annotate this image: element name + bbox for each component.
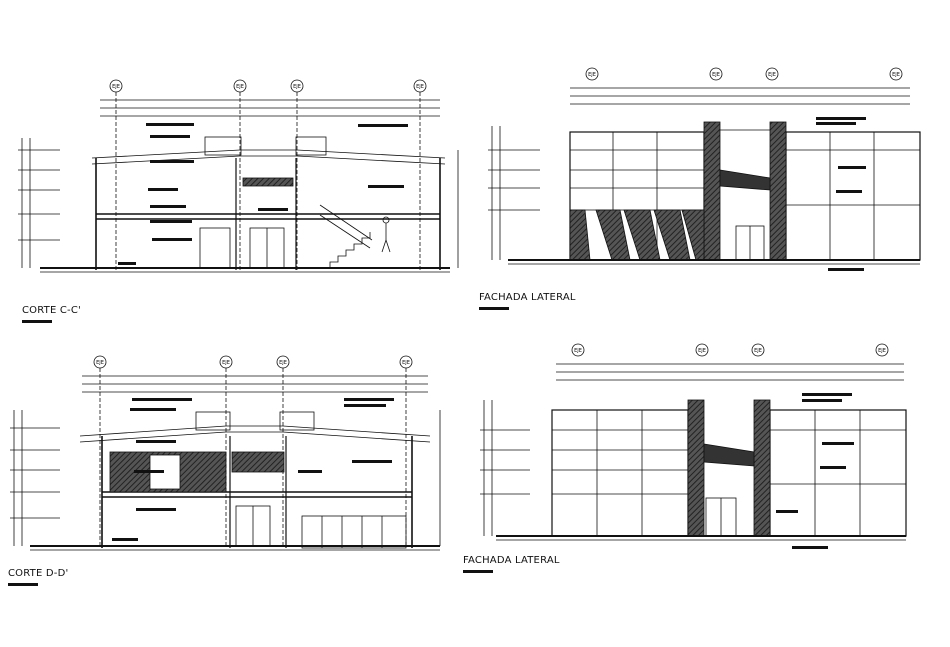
title-underline bbox=[463, 570, 493, 573]
view-title-fachada-lateral-top: FACHADA LATERAL bbox=[479, 292, 576, 303]
section-view-cc: EJE EJE EJE EJE bbox=[18, 79, 459, 273]
view-title-fachada-lateral-bottom: FACHADA LATERAL bbox=[463, 555, 560, 566]
elevation-view-1: EJE EJE EJE EJE bbox=[488, 67, 921, 271]
axis-marker-label: EJE bbox=[236, 84, 244, 90]
axis-marker-label: EJE bbox=[574, 348, 582, 354]
axis-marker-label: EJE bbox=[222, 360, 230, 366]
elevation-view-2: EJE EJE EJE EJE bbox=[480, 343, 907, 549]
axis-marker-label: EJE bbox=[892, 72, 900, 78]
axis-marker-label: EJE bbox=[402, 360, 410, 366]
axis-marker-label: EJE bbox=[878, 348, 886, 354]
axis-marker-label: EJE bbox=[754, 348, 762, 354]
axis-markers: EJE EJE EJE EJE bbox=[571, 343, 889, 357]
axis-marker-label: EJE bbox=[279, 360, 287, 366]
axis-markers: EJE EJE EJE EJE bbox=[585, 67, 903, 81]
axis-marker-label: EJE bbox=[768, 72, 776, 78]
axis-marker-label: EJE bbox=[112, 84, 120, 90]
title-underline bbox=[8, 583, 38, 586]
axis-marker-label: EJE bbox=[698, 348, 706, 354]
axis-marker-label: EJE bbox=[588, 72, 596, 78]
axis-marker-label: EJE bbox=[293, 84, 301, 90]
axis-marker-label: EJE bbox=[712, 72, 720, 78]
axis-markers: EJE EJE EJE EJE bbox=[109, 79, 427, 270]
view-title-corte-cc: CORTE C-C' bbox=[22, 305, 82, 316]
title-underline bbox=[22, 320, 52, 323]
axis-marker-label: EJE bbox=[96, 360, 104, 366]
view-title-corte-dd: CORTE D-D' bbox=[8, 568, 69, 579]
title-underline bbox=[479, 307, 509, 310]
axis-marker-label: EJE bbox=[416, 84, 424, 90]
section-view-dd: EJE EJE EJE EJE bbox=[10, 355, 441, 551]
